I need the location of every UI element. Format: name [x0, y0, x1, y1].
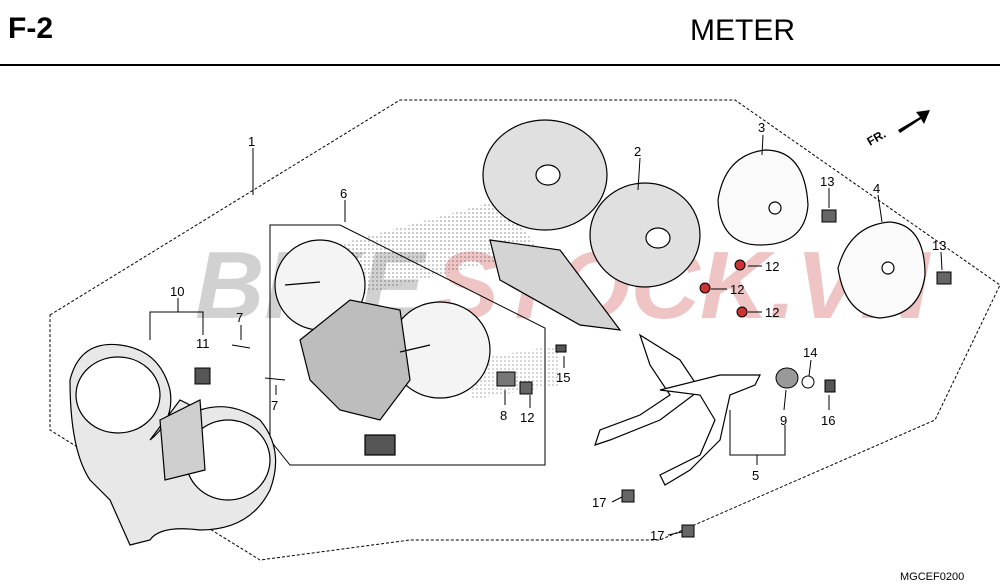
callout-12-c: 12 — [765, 305, 779, 320]
callout-16: 16 — [821, 413, 835, 428]
callout-8: 8 — [500, 408, 507, 423]
callout-15: 15 — [556, 370, 570, 385]
page-code: F-2 — [8, 12, 53, 45]
callout-17-a: 17 — [592, 495, 606, 510]
callout-10: 10 — [170, 284, 184, 299]
cover-3 — [717, 149, 809, 246]
callout-9: 9 — [780, 413, 787, 428]
cover-4 — [837, 221, 926, 319]
callout-11: 11 — [196, 336, 210, 351]
callout-14: 14 — [803, 345, 817, 360]
diagram-code: MGCEF0200 — [900, 571, 964, 583]
leader-lines — [149, 134, 943, 536]
callout-1: 1 — [248, 134, 255, 149]
header-rule — [0, 64, 1000, 66]
callout-6: 6 — [340, 186, 347, 201]
page-title: METER — [690, 14, 795, 47]
callout-13-b: 13 — [932, 238, 946, 253]
front-arrow-icon — [898, 110, 930, 133]
stay-bracket — [594, 333, 761, 486]
small-parts — [194, 209, 952, 538]
meter-cluster — [274, 239, 491, 456]
callout-7-lower: 7 — [271, 398, 278, 413]
callout-5: 5 — [752, 468, 759, 483]
callout-12-d: 12 — [520, 410, 534, 425]
callout-7-upper: 7 — [236, 310, 243, 325]
callout-labels: 1 2 3 4 5 6 7 7 8 9 10 11 12 12 12 12 13… — [170, 120, 946, 543]
callout-12-a: 12 — [765, 259, 779, 274]
callout-17-b: 17 — [650, 528, 664, 543]
callout-12-b: 12 — [730, 282, 744, 297]
callout-4: 4 — [873, 181, 880, 196]
front-direction-indicator: FR. — [865, 110, 930, 149]
meter-case — [482, 119, 701, 331]
callout-2: 2 — [634, 144, 641, 159]
callout-13-a: 13 — [820, 174, 834, 189]
callout-3: 3 — [758, 120, 765, 135]
front-label: FR. — [865, 127, 889, 149]
meter-front-cover — [69, 343, 277, 546]
